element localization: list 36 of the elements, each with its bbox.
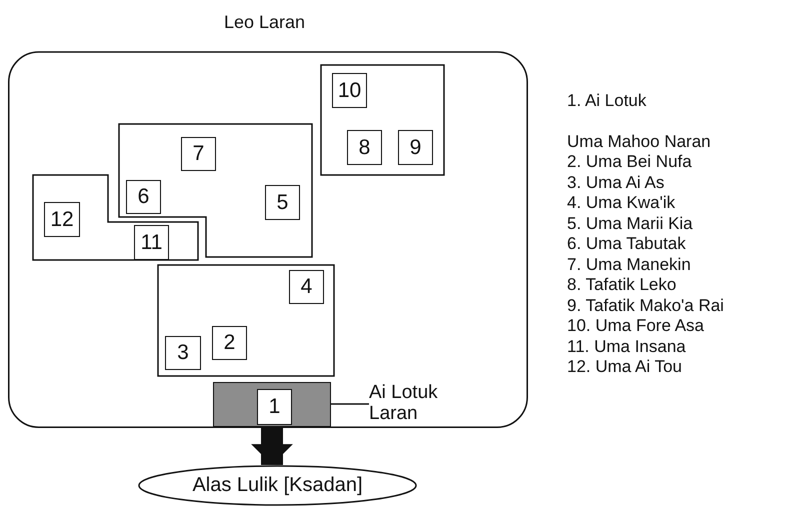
number-box: 1 bbox=[257, 389, 292, 425]
list-item: 2. Uma Bei Nufa bbox=[567, 152, 693, 172]
zone-outline bbox=[33, 175, 198, 260]
list-item: 5. Uma Marii Kia bbox=[567, 214, 694, 234]
list-item: 7. Uma Manekin bbox=[567, 254, 692, 275]
number-box: 8 bbox=[347, 130, 382, 165]
number-box: 9 bbox=[398, 130, 433, 165]
list-heading: Uma Mahoo Naran bbox=[567, 132, 712, 152]
list-item: 3. Uma Ai As bbox=[567, 172, 666, 193]
zone-label: Ai Lotuk Laran bbox=[369, 382, 459, 428]
list-item: 8. Tafatik Leko bbox=[567, 275, 678, 296]
list-item: 4. Uma Kwa'ik bbox=[567, 193, 676, 214]
shaded-zone bbox=[213, 382, 331, 427]
number-box: 2 bbox=[212, 326, 247, 360]
number-box: 5 bbox=[265, 185, 300, 220]
list-item: 12. Uma Ai Tou bbox=[567, 357, 683, 378]
list-item: 6. Uma Tabutak bbox=[567, 234, 687, 254]
number-box: 4 bbox=[289, 270, 324, 304]
leader-line bbox=[331, 403, 369, 405]
number-box: 10 bbox=[332, 73, 367, 108]
thick-arrow bbox=[251, 427, 293, 465]
list-item: 11. Uma Insana bbox=[567, 336, 687, 357]
number-box: 7 bbox=[181, 137, 216, 171]
list-item: 1. Ai Lotuk bbox=[567, 91, 648, 112]
zone-outline bbox=[119, 124, 312, 257]
zone-outline bbox=[321, 65, 444, 175]
number-box: 12 bbox=[44, 202, 80, 237]
place-label: Alas Lulik [Ksadan] bbox=[192, 474, 363, 497]
number-box: 11 bbox=[134, 225, 169, 260]
number-box: 6 bbox=[126, 180, 161, 214]
zone-outline bbox=[158, 265, 334, 376]
list-item: 9. Tafatik Mako'a Rai bbox=[567, 296, 724, 316]
number-box: 3 bbox=[165, 336, 201, 370]
area-title: Leo Laran bbox=[224, 12, 306, 33]
list-item: 10. Uma Fore Asa bbox=[567, 316, 706, 336]
place-ellipse bbox=[138, 465, 417, 506]
